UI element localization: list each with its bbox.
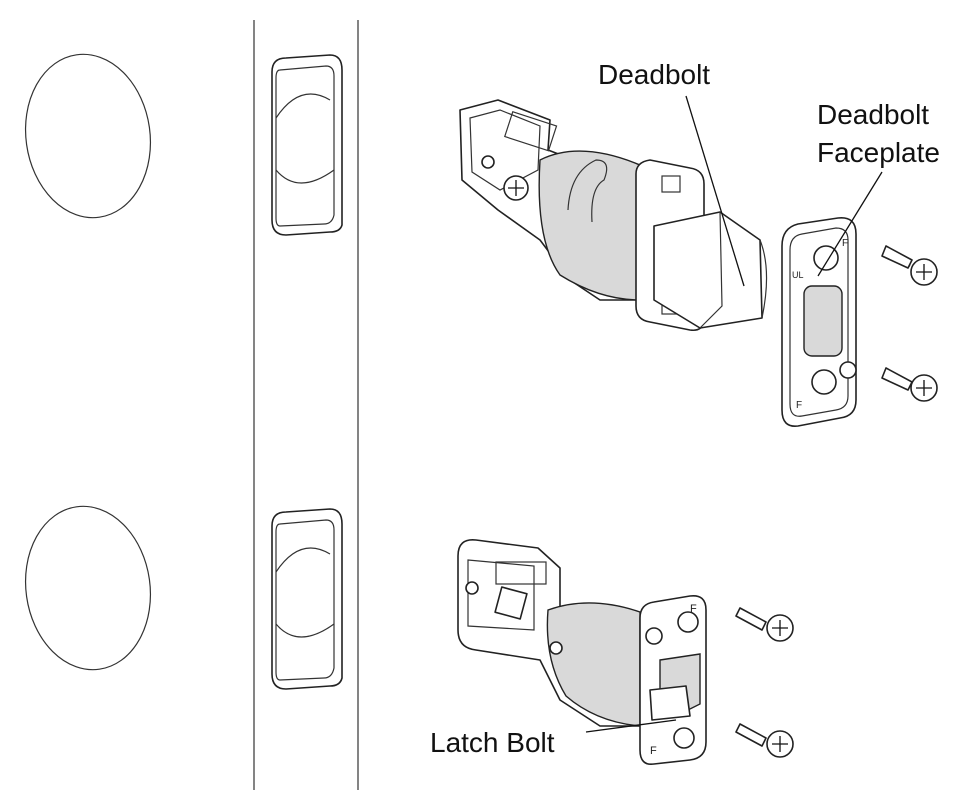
deadbolt-faceplate: F UL F [781, 217, 857, 427]
deadbolt-bolt [653, 211, 763, 329]
deadbolt-faceplate-screw-bottom [881, 367, 938, 402]
leader-deadbolt-faceplate [817, 171, 883, 277]
label-latch-bolt: Latch Bolt [430, 727, 555, 758]
deadbolt-assembly [459, 99, 768, 332]
latch-plate-mark-top: F [690, 603, 697, 615]
latch-assembly: F F [457, 539, 707, 766]
leader-latch-bolt [585, 719, 677, 733]
deadbolt-plate-mark-bottom: F [796, 400, 802, 411]
latch-screw-top [735, 607, 794, 642]
leader-deadbolt [685, 95, 745, 287]
lower-edge-mortise [271, 508, 343, 690]
label-deadbolt-faceplate-line1: Deadbolt [817, 99, 929, 130]
latch-screw-bottom [735, 723, 794, 758]
deadbolt-plate-mark-top: F [842, 238, 848, 249]
lower-bore-hole [24, 505, 152, 671]
label-deadbolt-faceplate-line2: Faceplate [817, 137, 940, 168]
upper-bore-hole [24, 53, 152, 219]
deadbolt-faceplate-screw-top [881, 245, 938, 286]
latch-plate-mark-bottom: F [650, 745, 657, 757]
deadbolt-plate-mark-ul: UL [792, 270, 804, 280]
upper-edge-mortise [271, 54, 343, 236]
label-deadbolt: Deadbolt [598, 59, 710, 90]
door-edge [253, 20, 359, 790]
